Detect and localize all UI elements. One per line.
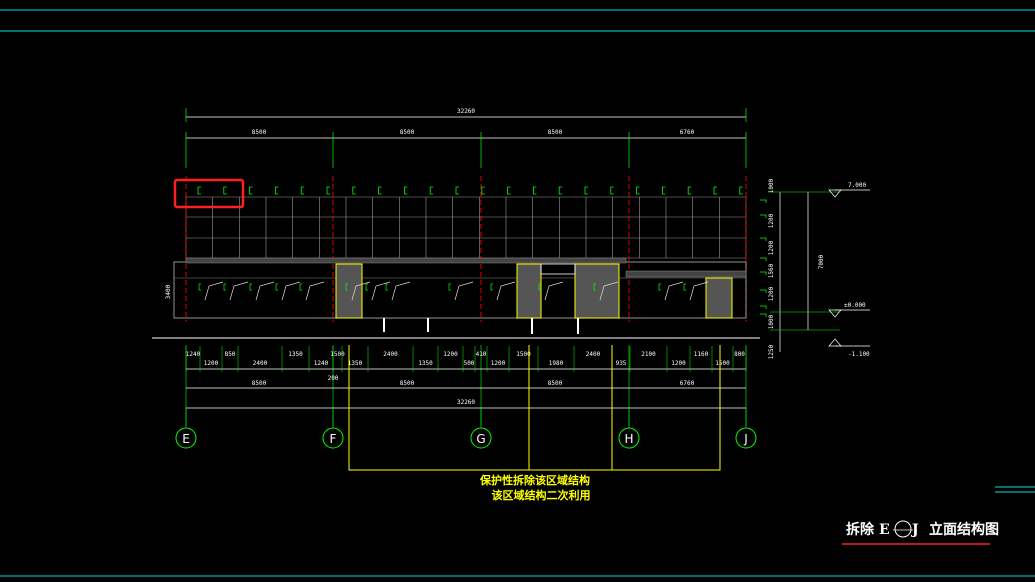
- top-bay-label-3: 8500: [548, 129, 563, 136]
- right-vertical-dimension: 1000 1200 1200 1560 1200 1000 1250 7000: [768, 178, 840, 359]
- elevation-label-top: 7.000: [848, 182, 866, 189]
- right-dim-6: 1000: [768, 314, 775, 329]
- title-suffix: 立面结构图: [929, 521, 999, 538]
- note-line-1: 保护性拆除该区域结构: [479, 473, 590, 487]
- top-bay-label-2: 8500: [400, 129, 415, 136]
- bottom-detail-label: 935: [616, 360, 627, 367]
- title-axis-circle-icon: [894, 520, 912, 538]
- ground-floor-band: [173, 257, 747, 319]
- door-marks: [198, 281, 709, 301]
- top-total-label: 32260: [457, 108, 475, 115]
- bottom-detail-label: 2400: [253, 360, 268, 367]
- elevation-label-zero: ±0.000: [844, 302, 866, 309]
- axis-label-g: G: [476, 432, 485, 446]
- facade-grid: [185, 196, 747, 259]
- top-total-dimension: 32260: [185, 108, 747, 122]
- bottom-bay-label-2: 8500: [400, 380, 415, 387]
- bottom-detail-label: 1500: [330, 351, 345, 358]
- elevation-label-bottom: -1.100: [848, 351, 870, 358]
- title-from-axis: E: [879, 522, 890, 538]
- bottom-detail-label: 1200: [671, 360, 686, 367]
- elevation-marker-zero: ±0.000: [828, 302, 870, 318]
- right-dim-3: 1200: [768, 240, 775, 255]
- note-line-2: 该区域结构二次利用: [492, 488, 591, 502]
- bottom-detail-label: 1200: [204, 360, 219, 367]
- axis-bubble-f[interactable]: [322, 427, 344, 449]
- bottom-detail-label: 2100: [641, 351, 656, 358]
- title-block: 拆除 E J 立面结构图: [842, 520, 999, 545]
- bottom-detail-label: 1200: [443, 351, 458, 358]
- top-bay-label-1: 8500: [252, 129, 267, 136]
- bottom-small-label: 200: [328, 375, 339, 382]
- right-dim-2: 1200: [768, 213, 775, 228]
- bottom-detail-label: 1500: [516, 351, 531, 358]
- bottom-detail-label: 1350: [288, 351, 303, 358]
- right-dim-1: 1000: [768, 178, 775, 193]
- parapet-markers: [197, 186, 743, 195]
- footings: [383, 318, 579, 334]
- highlight-box[interactable]: [173, 178, 245, 209]
- axis-bubble-h[interactable]: [618, 427, 640, 449]
- bottom-bay-label-3: 8500: [548, 380, 563, 387]
- bottom-bay-label-4: 6760: [680, 380, 695, 387]
- bottom-detail-dimension: 1240120085024001350124015001350240013501…: [185, 346, 747, 372]
- elevation-marker-bottom: -1.100: [828, 338, 870, 358]
- title-to-axis: J: [910, 522, 919, 538]
- bottom-detail-label: 1980: [549, 360, 564, 367]
- bottom-detail-label: 2400: [383, 351, 398, 358]
- bottom-detail-label: 850: [225, 351, 236, 358]
- bottom-detail-label: 410: [476, 351, 487, 358]
- bottom-detail-label: 800: [734, 351, 745, 358]
- bottom-total-dimension: 32260: [186, 399, 746, 409]
- axis-label-h: H: [624, 432, 633, 446]
- axis-bubble-j[interactable]: [735, 427, 757, 449]
- bottom-detail-label: 1240: [314, 360, 329, 367]
- bottom-detail-label: 1350: [418, 360, 433, 367]
- top-bay-label-4: 6760: [680, 129, 695, 136]
- right-dim-5: 1200: [768, 286, 775, 301]
- right-total-dim: 7000: [818, 254, 825, 269]
- axis-label-e: E: [182, 432, 190, 446]
- bottom-detail-label: 1240: [186, 351, 201, 358]
- axis-bubble-e[interactable]: [175, 427, 197, 449]
- bottom-detail-label: 1160: [694, 351, 709, 358]
- bottom-bay-label-1: 8500: [252, 380, 267, 387]
- axis-label-j: J: [743, 432, 748, 446]
- right-ticks: [760, 199, 767, 317]
- right-dim-7: 1250: [768, 344, 775, 359]
- bottom-detail-label: 500: [464, 360, 475, 367]
- bottom-detail-label: 1200: [491, 360, 506, 367]
- title-prefix: 拆除: [846, 521, 875, 538]
- right-dim-4: 1560: [768, 263, 775, 278]
- axis-bubble-g[interactable]: [470, 427, 492, 449]
- axis-lines: [185, 176, 747, 426]
- axis-label-f: F: [330, 432, 337, 446]
- bottom-detail-label: 1350: [348, 360, 363, 367]
- elevation-marker-top: 7.000: [828, 182, 870, 198]
- demolition-note-bracket: [348, 345, 721, 471]
- bottom-bay-dimension: 200 8500 8500 8500 6760: [186, 375, 746, 389]
- side-height-label: 3400: [165, 284, 172, 299]
- bottom-total-label: 32260: [457, 399, 475, 406]
- bottom-detail-label: 1500: [715, 360, 730, 367]
- top-bay-dimension: 8500 8500 8500 6760: [185, 129, 747, 168]
- bottom-detail-label: 2400: [586, 351, 601, 358]
